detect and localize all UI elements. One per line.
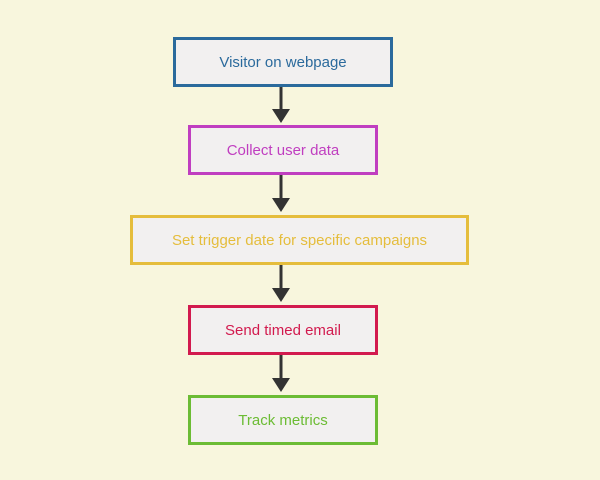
node-collect-user-data: Collect user data bbox=[188, 125, 378, 175]
node-label: Send timed email bbox=[225, 321, 341, 339]
node-label: Collect user data bbox=[226, 141, 340, 159]
node-set-trigger-date: Set trigger date for specific campaigns bbox=[130, 215, 469, 265]
arrow-send-to-track bbox=[272, 355, 290, 392]
node-label: Visitor on webpage bbox=[219, 53, 347, 71]
node-visitor-on-webpage: Visitor on webpage bbox=[173, 37, 393, 87]
node-label: Set trigger date for specific campaigns bbox=[171, 231, 428, 249]
arrow-collect-to-trigger bbox=[272, 175, 290, 212]
arrow-visitor-to-collect bbox=[272, 87, 290, 123]
node-label: Track metrics bbox=[238, 411, 328, 429]
arrow-trigger-to-send bbox=[272, 265, 290, 302]
node-track-metrics: Track metrics bbox=[188, 395, 378, 445]
node-send-timed-email: Send timed email bbox=[188, 305, 378, 355]
